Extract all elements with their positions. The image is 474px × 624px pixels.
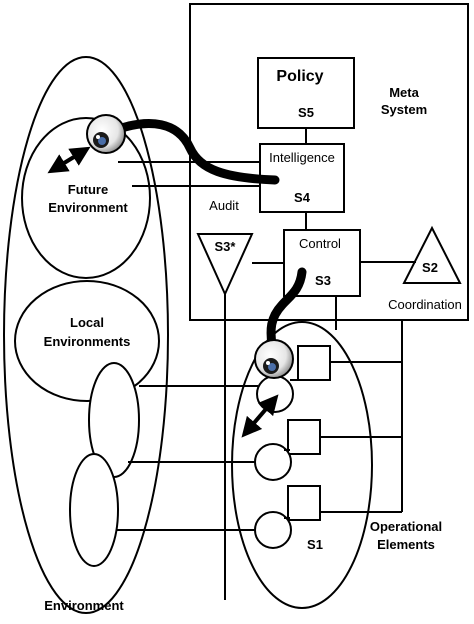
op-unit-1-circle: [256, 375, 294, 413]
environment-ellipse: [3, 56, 169, 614]
operational-elements-ellipse: [231, 321, 373, 609]
s3-star-label: S3*: [215, 239, 237, 254]
meta-system-label-line2: System: [381, 102, 427, 117]
double-arrow-icon: [241, 394, 279, 438]
s3-label: S3: [315, 273, 331, 288]
lower-eye-cable: [266, 267, 307, 350]
s5-label: S5: [298, 105, 314, 120]
s1-label: S1: [307, 537, 323, 552]
coordination-label: Coordination: [388, 297, 462, 312]
audit-label: Audit: [209, 198, 239, 213]
eye-icon: [86, 114, 126, 154]
environment-label: Environment: [44, 598, 124, 613]
op-unit-1-square: [297, 345, 331, 381]
local-env-small-ellipse-2: [69, 453, 119, 567]
s4-label: S4: [294, 190, 311, 205]
future-environment-ellipse: [21, 117, 151, 279]
op-unit-2-square: [287, 419, 321, 455]
control-label: Control: [299, 236, 341, 251]
coordination-triangle: [402, 225, 462, 284]
operational-elements-label-line2: Elements: [377, 537, 435, 552]
policy-label: Policy: [276, 68, 323, 85]
double-arrow-icon: [47, 146, 91, 174]
s2-label: S2: [422, 260, 438, 275]
future-environment-label-line1: Future: [68, 182, 108, 197]
local-environments-label-line2: Environments: [44, 334, 131, 349]
meta-system-label-line1: Meta: [389, 85, 419, 100]
local-environments-label-line1: Local: [70, 315, 104, 330]
op-unit-3-square: [287, 485, 321, 521]
eye-icon: [254, 339, 294, 379]
audit-triangle: [196, 233, 254, 297]
intelligence-label: Intelligence: [269, 150, 335, 165]
upper-eye-cable: [110, 119, 280, 185]
operational-elements-label-line1: Operational: [370, 519, 442, 534]
future-environment-label-line2: Environment: [48, 200, 128, 215]
